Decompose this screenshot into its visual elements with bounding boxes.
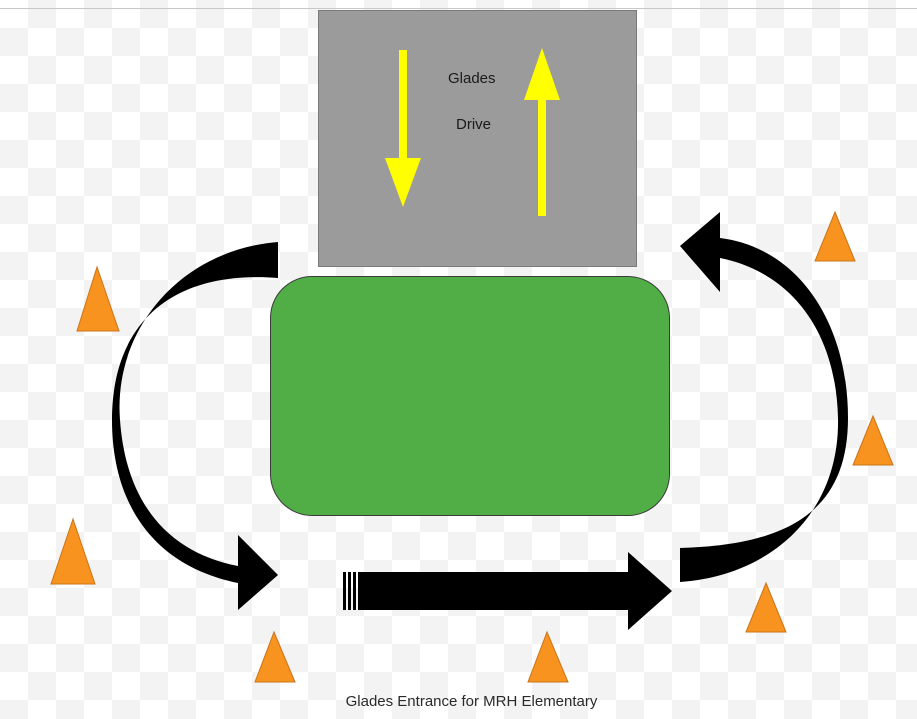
center-island [270,276,670,516]
left-curve-arrow [112,242,278,610]
traffic-cone-icon [254,630,296,683]
road-label-line1: Glades [448,70,496,87]
traffic-cone-icon [814,210,856,262]
traffic-cone-icon [745,581,787,633]
traffic-cone-icon [852,414,894,466]
traffic-cone-icon [50,517,96,585]
right-curve-arrow [680,212,848,582]
road-label-line2: Drive [456,116,492,133]
traffic-cone-icon [76,265,120,332]
traffic-cone-icon [527,630,569,683]
diagram-caption: Glades Entrance for MRH Elementary [345,693,598,710]
top-divider [0,8,917,9]
inbound-lane-arrow [385,50,421,207]
outbound-lane-arrow [524,48,560,216]
bottom-straight-arrow [343,552,672,630]
glades-drive-road [318,10,637,267]
